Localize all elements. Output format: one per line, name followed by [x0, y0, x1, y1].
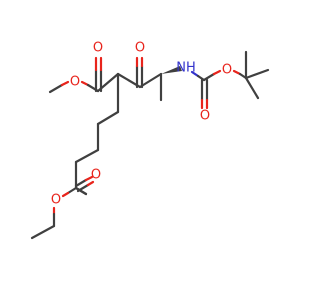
bond-ethyl-ester-co-1 — [74, 186, 88, 196]
bond-ethyl-co-b — [76, 183, 90, 193]
svg-text:O: O — [135, 41, 145, 56]
atom-ethyl-ester-carbonyl-o: O — [91, 168, 101, 183]
atom-ester-carbonyl-o: O — [93, 41, 103, 56]
bond-tbu-me3 — [244, 76, 260, 100]
bond-n-carbamate-part — [196, 74, 206, 82]
atom-ester-ether-o: O — [70, 75, 80, 90]
bond-ethyl-ch3 — [30, 224, 56, 240]
svg-text:O: O — [222, 63, 232, 78]
molecule-structure: O O O NH O O O O — [30, 41, 270, 240]
atom-amide-nh: NH — [176, 61, 196, 76]
svg-text:O: O — [91, 168, 101, 183]
bond-ethyl-co-ao — [84, 175, 94, 182]
atom-boc-ether-o: O — [222, 63, 232, 78]
atom-boc-carbonyl-o: O — [200, 109, 210, 124]
bond-tbu-me2 — [244, 68, 270, 80]
bond-chain-4 — [74, 148, 100, 164]
bond-ethyl-c-o-part — [61, 191, 70, 198]
bond-chain-2 — [96, 110, 120, 126]
svg-text:O: O — [200, 109, 210, 124]
bond-n-carbamate — [190, 70, 200, 78]
wedge-bond-chiral-n — [161, 66, 182, 74]
svg-text:NH: NH — [176, 61, 196, 76]
bond-methyl-o-part — [60, 80, 70, 87]
bond-methyl-o — [48, 83, 64, 94]
bond-ethyl-co-a — [74, 178, 88, 188]
bond-ethyl-c-o — [66, 186, 78, 195]
svg-text:O: O — [93, 41, 103, 56]
svg-text:O: O — [70, 75, 80, 90]
bond-carbamate-o — [202, 72, 216, 82]
atom-ethyl-ester-ether-o: O — [51, 193, 61, 208]
bond-carbamate-o-part — [212, 69, 222, 76]
bond-ester-o-c — [80, 80, 90, 87]
bond-ester-alpha — [96, 72, 120, 93]
bond-ketone-chiral — [138, 72, 163, 89]
bond-o-tbu — [232, 69, 242, 76]
atom-ketone-o: O — [135, 41, 145, 56]
bond-ethyl-co-bo — [86, 180, 95, 187]
svg-text:O: O — [51, 193, 61, 208]
